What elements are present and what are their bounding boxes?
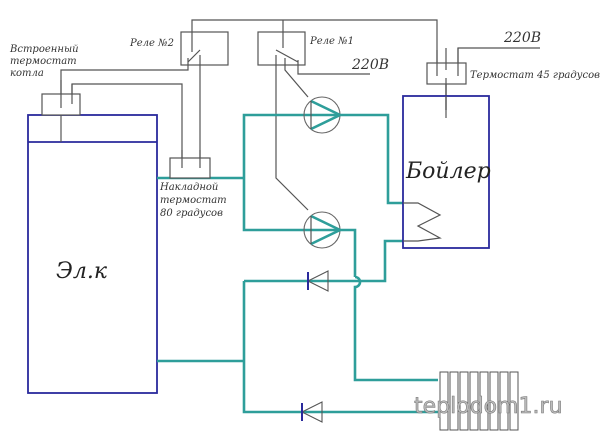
relay1-label: Реле №1 [309, 36, 354, 47]
overlay-thermostat-label-3: 80 градусов [160, 208, 223, 219]
thermostat-45 [426, 48, 467, 96]
check-valve-lower [300, 401, 323, 423]
boiler-label: Бойлер [405, 159, 491, 184]
electric-boiler-label: Эл.к [56, 259, 108, 284]
radiator-section [509, 371, 519, 431]
overlay-thermostat-label-1: Накладной [159, 182, 218, 193]
radiator-section [449, 371, 459, 431]
relay1-voltage: 220В [351, 57, 389, 73]
builtin-thermostat-label-3: котла [10, 68, 44, 79]
radiator [439, 371, 519, 431]
radiator-section [489, 371, 499, 431]
electric-boiler [27, 108, 158, 394]
relay-2 [180, 31, 229, 66]
relay-1 [257, 31, 306, 66]
builtin-thermostat-label-2: термостат [10, 56, 77, 67]
pump-upper [303, 96, 343, 134]
overlay-thermostat [169, 150, 211, 179]
overlay-thermostat-label-2: термостат [160, 195, 227, 206]
radiator-section [479, 371, 489, 431]
watermark: teplodom1.ru [414, 394, 563, 419]
builtin-thermostat [41, 80, 81, 116]
pump-lower [303, 211, 343, 249]
relay2-label: Реле №2 [129, 38, 174, 49]
check-valve-upper [306, 270, 329, 292]
pipework [157, 113, 438, 414]
builtin-thermostat-label-1: Встроенный [9, 44, 79, 55]
thermostat45-voltage: 220В [503, 30, 541, 46]
radiator-section [439, 371, 449, 431]
thermostat45-label: Термостат 45 градусов [470, 70, 600, 81]
indirect-boiler [402, 95, 490, 249]
radiator-section [499, 371, 509, 431]
radiator-section [469, 371, 479, 431]
radiator-section [459, 371, 469, 431]
